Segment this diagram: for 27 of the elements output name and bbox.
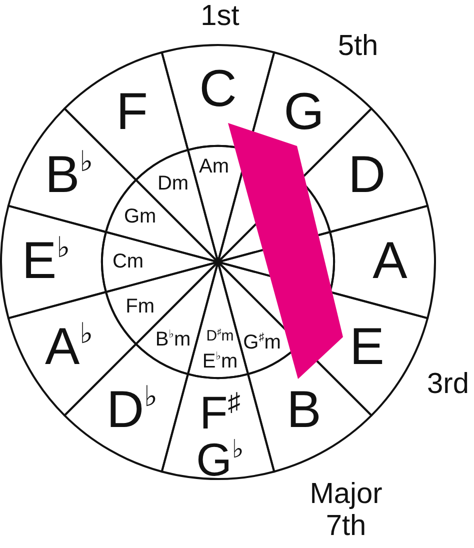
chord-label: Cm: [112, 250, 144, 274]
chord-label: Fm: [126, 296, 154, 318]
note-label: D$^{♭}$: [106, 381, 158, 441]
chord-label: Dm: [157, 172, 189, 196]
note-label: G: [284, 83, 324, 143]
degree-label: Major 7th: [308, 479, 384, 543]
note-label: F: [116, 83, 148, 143]
note-label: A: [372, 232, 408, 292]
outer-ring-segment: [0, 204, 108, 320]
note-label: A$^{♭}$: [44, 318, 94, 378]
chord-label: E$^{♭}$m: [202, 350, 238, 374]
note-label: E$^{♭}$: [22, 232, 70, 292]
degree-label: 1st: [200, 1, 240, 33]
note-label: B: [286, 381, 322, 441]
chord-label: B$^{♭}$m: [155, 328, 191, 352]
outer-ring-segment: [160, 372, 276, 481]
note-label: D: [348, 146, 386, 206]
chord-label: Gm: [124, 206, 156, 228]
degree-label: 3rd: [427, 369, 469, 401]
note-label: C: [199, 60, 237, 120]
note-label: E: [350, 318, 384, 378]
chord-label: Am: [199, 156, 229, 178]
outer-ring-segment: [328, 204, 437, 320]
degree-label: 5th: [338, 31, 378, 63]
chord-label: D$^{♯}$m: [206, 327, 234, 345]
chord-label: G$^{♯}$m: [243, 332, 281, 354]
note-label: B$^{♭}$: [44, 146, 94, 206]
